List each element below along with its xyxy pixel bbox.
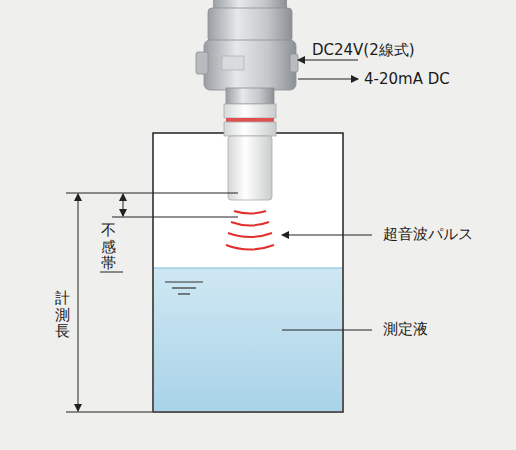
output-arrow — [298, 78, 358, 79]
water-level-symbol — [165, 282, 203, 294]
callout-label: DC24V(2線式) — [312, 41, 415, 59]
callout-label: 超音波パルス — [383, 225, 473, 243]
callout-label: 測定液 — [383, 320, 428, 338]
leader-line — [282, 330, 372, 331]
dimension-label: 計測長 — [55, 290, 70, 340]
transmitter — [196, 0, 298, 200]
tank — [153, 133, 343, 412]
supply-arrow — [298, 59, 358, 60]
dimension-label: 不感帯 — [101, 222, 116, 272]
dimension-lines — [66, 193, 238, 412]
liquid — [154, 268, 342, 411]
callout-label: 4-20mA DC — [364, 70, 450, 88]
leader-line — [282, 235, 372, 236]
